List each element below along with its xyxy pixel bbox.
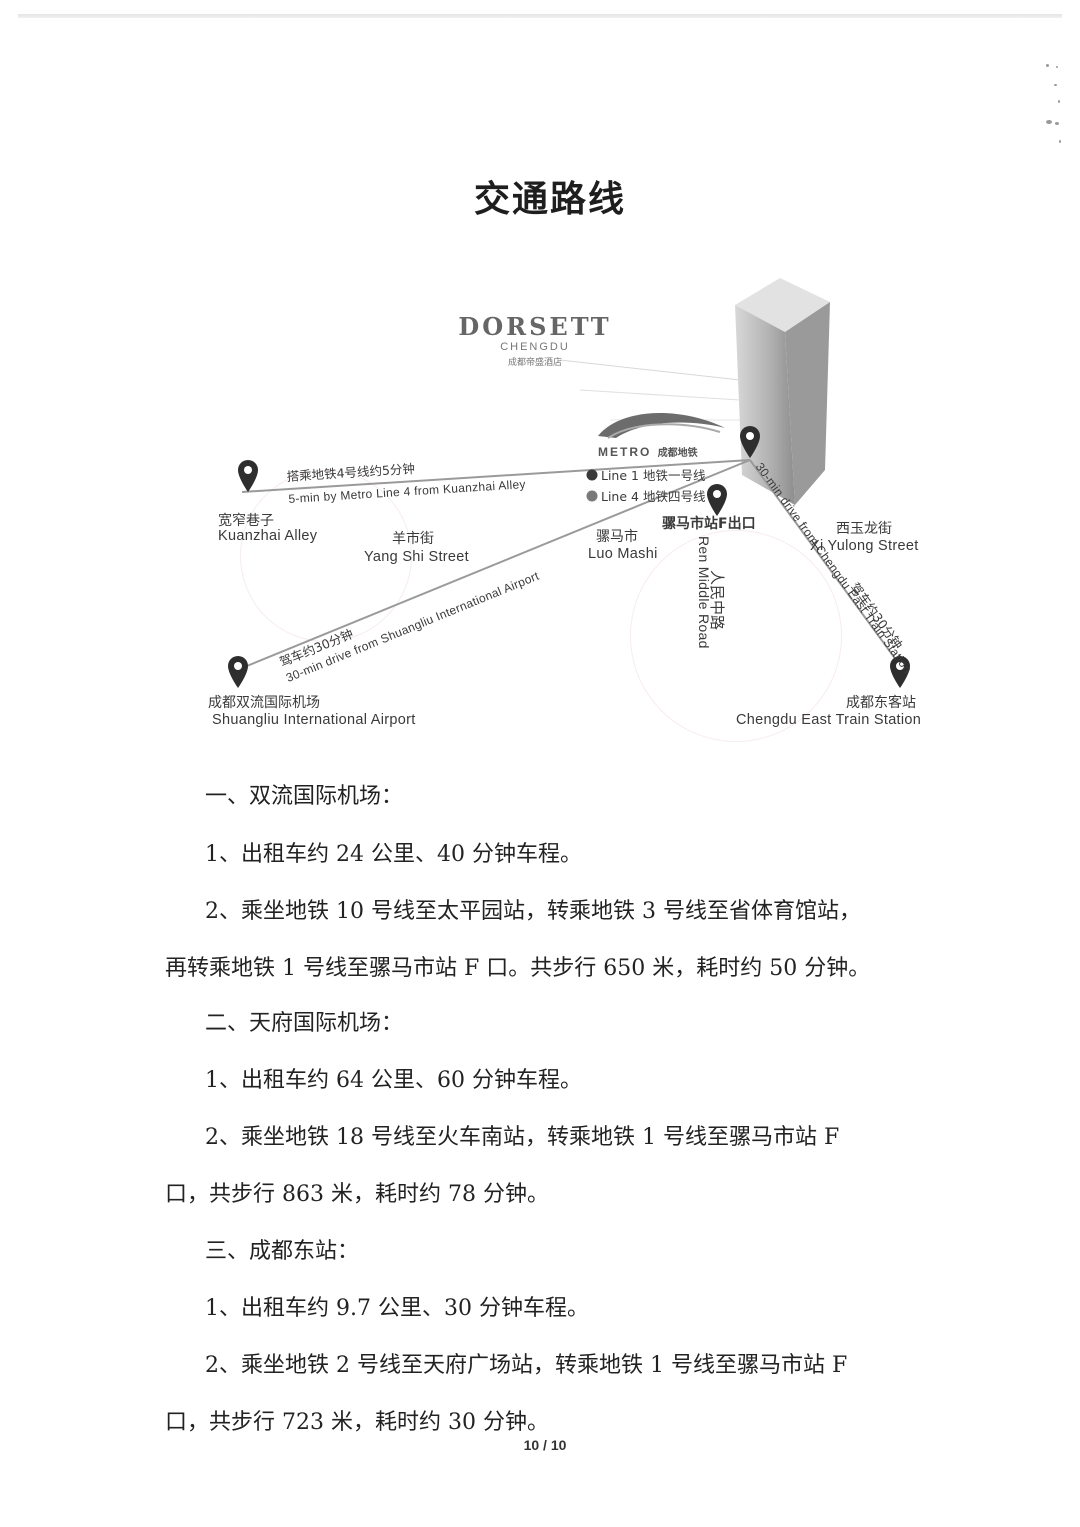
faint-stamp [240, 470, 412, 642]
line-4-label: Line 4 地铁四号线 [601, 489, 706, 504]
paragraph: 2、乘坐地铁 10 号线至太平园站，转乘地铁 3 号线至省体育馆站， [205, 899, 861, 924]
paragraph: 2、乘坐地铁 2 号线至天府广场站，转乘地铁 1 号线至骡马市站 F [205, 1353, 848, 1378]
brand-city: CHENGDU [500, 341, 570, 353]
place-yangshi-en: Yang Shi Street [364, 549, 469, 565]
page-number: 10 / 10 [523, 1437, 567, 1453]
map-pin-icon [228, 656, 248, 688]
place-airport-zh: 成都双流国际机场 [208, 695, 320, 711]
paragraph: 1、出租车约 9.7 公里、30 分钟车程。 [205, 1296, 589, 1321]
faint-stamp [630, 530, 842, 742]
bullet-dot-icon [586, 490, 598, 502]
route-line-kuanzhai [241, 459, 751, 493]
map-pin-icon [740, 426, 760, 458]
paragraph: 2、乘坐地铁 18 号线至火车南站，转乘地铁 1 号线至骡马市站 F [205, 1125, 840, 1150]
hotel-brand-logo: DORSETT CHENGDU 成都帝盛酒店 [450, 312, 620, 368]
place-xiyulong-zh: 西玉龙街 [836, 521, 892, 537]
place-kuanzhai-en: Kuanzhai Alley [218, 528, 318, 544]
route-line-airport [241, 459, 751, 669]
place-exit-f-zh: 骡马市站F出口 [662, 516, 756, 532]
map-pin-icon [890, 656, 910, 688]
metro-logo-text: METRO [598, 445, 652, 459]
bullet-dot-icon [586, 469, 598, 481]
section-heading: 二、天府国际机场： [205, 1011, 404, 1036]
map-pin-icon [707, 484, 727, 516]
route-line-east-station [749, 459, 903, 669]
paragraph: 1、出租车约 24 公里、40 分钟车程。 [205, 842, 582, 867]
route-map: DORSETT CHENGDU 成都帝盛酒店 METRO 成都地铁 Line 1… [180, 260, 960, 742]
metro-logo-chinese: 成都地铁 [657, 448, 698, 459]
section-heading: 三、成都东站： [205, 1239, 360, 1264]
place-kuanzhai-zh: 宽窄巷子 [218, 513, 274, 529]
place-yangshi-zh: 羊市街 [392, 531, 434, 547]
scan-top-border [18, 14, 1062, 18]
paragraph: 口，共步行 863 米，耗时约 78 分钟。 [165, 1182, 549, 1207]
place-luomashi-en: Luo Mashi [588, 546, 658, 562]
paragraph: 1、出租车约 64 公里、60 分钟车程。 [205, 1068, 582, 1093]
map-lines [228, 278, 910, 688]
line-1-label: Line 1 地铁一号线 [601, 468, 706, 483]
place-xiyulong-en: Xi Yulong Street [810, 538, 919, 554]
paragraph: 口，共步行 723 米，耗时约 30 分钟。 [165, 1410, 549, 1435]
metro-logo: METRO 成都地铁 [598, 444, 698, 459]
map-pin-icon [238, 460, 258, 492]
scan-margin-specks [1042, 60, 1066, 150]
place-airport-en: Shuangliu International Airport [212, 712, 416, 728]
brand-chinese: 成都帝盛酒店 [507, 358, 562, 368]
place-east-station-zh: 成都东客站 [846, 695, 916, 711]
paragraph: 再转乘地铁 1 号线至骡马市站 F 口。共步行 650 米，耗时约 50 分钟。 [165, 956, 871, 981]
place-east-station-en: Chengdu East Train Station [736, 712, 922, 728]
place-renmin-en: Ren Middle Road [696, 536, 712, 649]
page-title: 交通路线 [473, 179, 626, 220]
metro-logo-swoosh [598, 413, 725, 439]
place-luomashi-zh: 骡马市 [596, 529, 638, 545]
brand-name: DORSETT [458, 312, 612, 341]
section-heading: 一、双流国际机场： [205, 784, 404, 809]
